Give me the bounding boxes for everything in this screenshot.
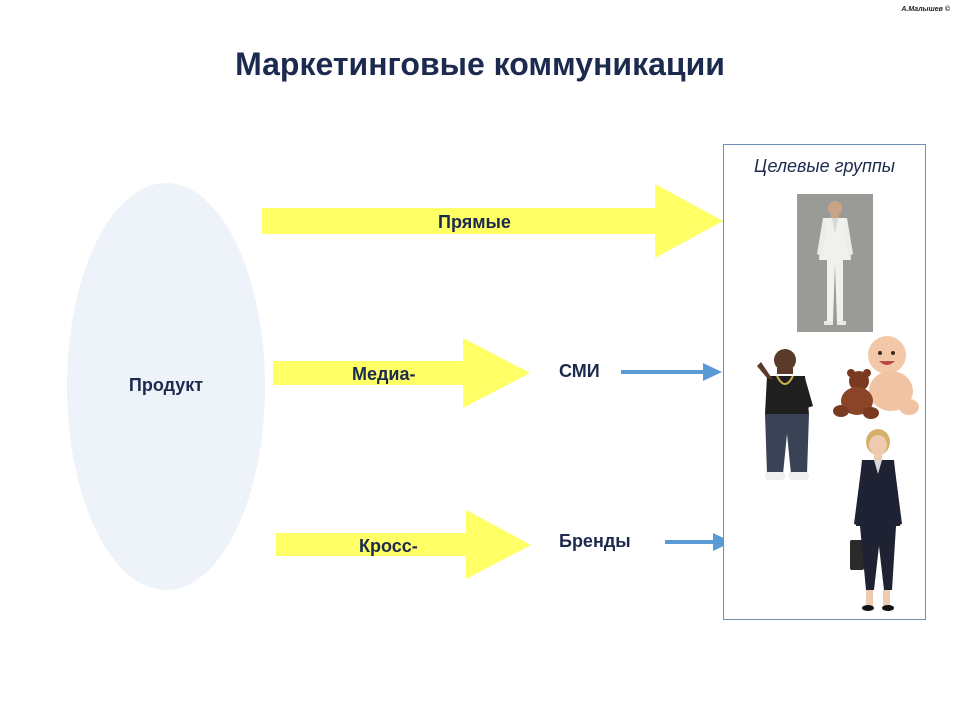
media-channel-arrow [621, 363, 722, 381]
media-flow-label: Медиа- [352, 364, 416, 384]
baby-with-teddy-bear-image [833, 336, 919, 419]
copyright-note: А.Малышев © [901, 6, 950, 13]
cross-flow-arrow [276, 510, 531, 579]
brands-channel-arrow [665, 533, 732, 551]
slide-title: Маркетинговые коммуникации [235, 46, 725, 82]
brands-channel-label: Бренды [559, 531, 631, 551]
target-groups-title: Целевые группы [753, 156, 896, 176]
direct-flow-label: Прямые [438, 212, 511, 232]
media-channel-label: СМИ [559, 361, 600, 381]
media-flow-arrow [273, 338, 530, 408]
direct-flow-arrow [262, 184, 723, 258]
cross-flow-label: Кросс- [359, 536, 418, 556]
businesswoman-image [850, 429, 902, 611]
product-label: Продукт [128, 375, 204, 395]
man-in-dark-clothes-image [757, 349, 813, 480]
product-ellipse [67, 183, 265, 590]
man-in-white-suit-image [797, 194, 873, 332]
